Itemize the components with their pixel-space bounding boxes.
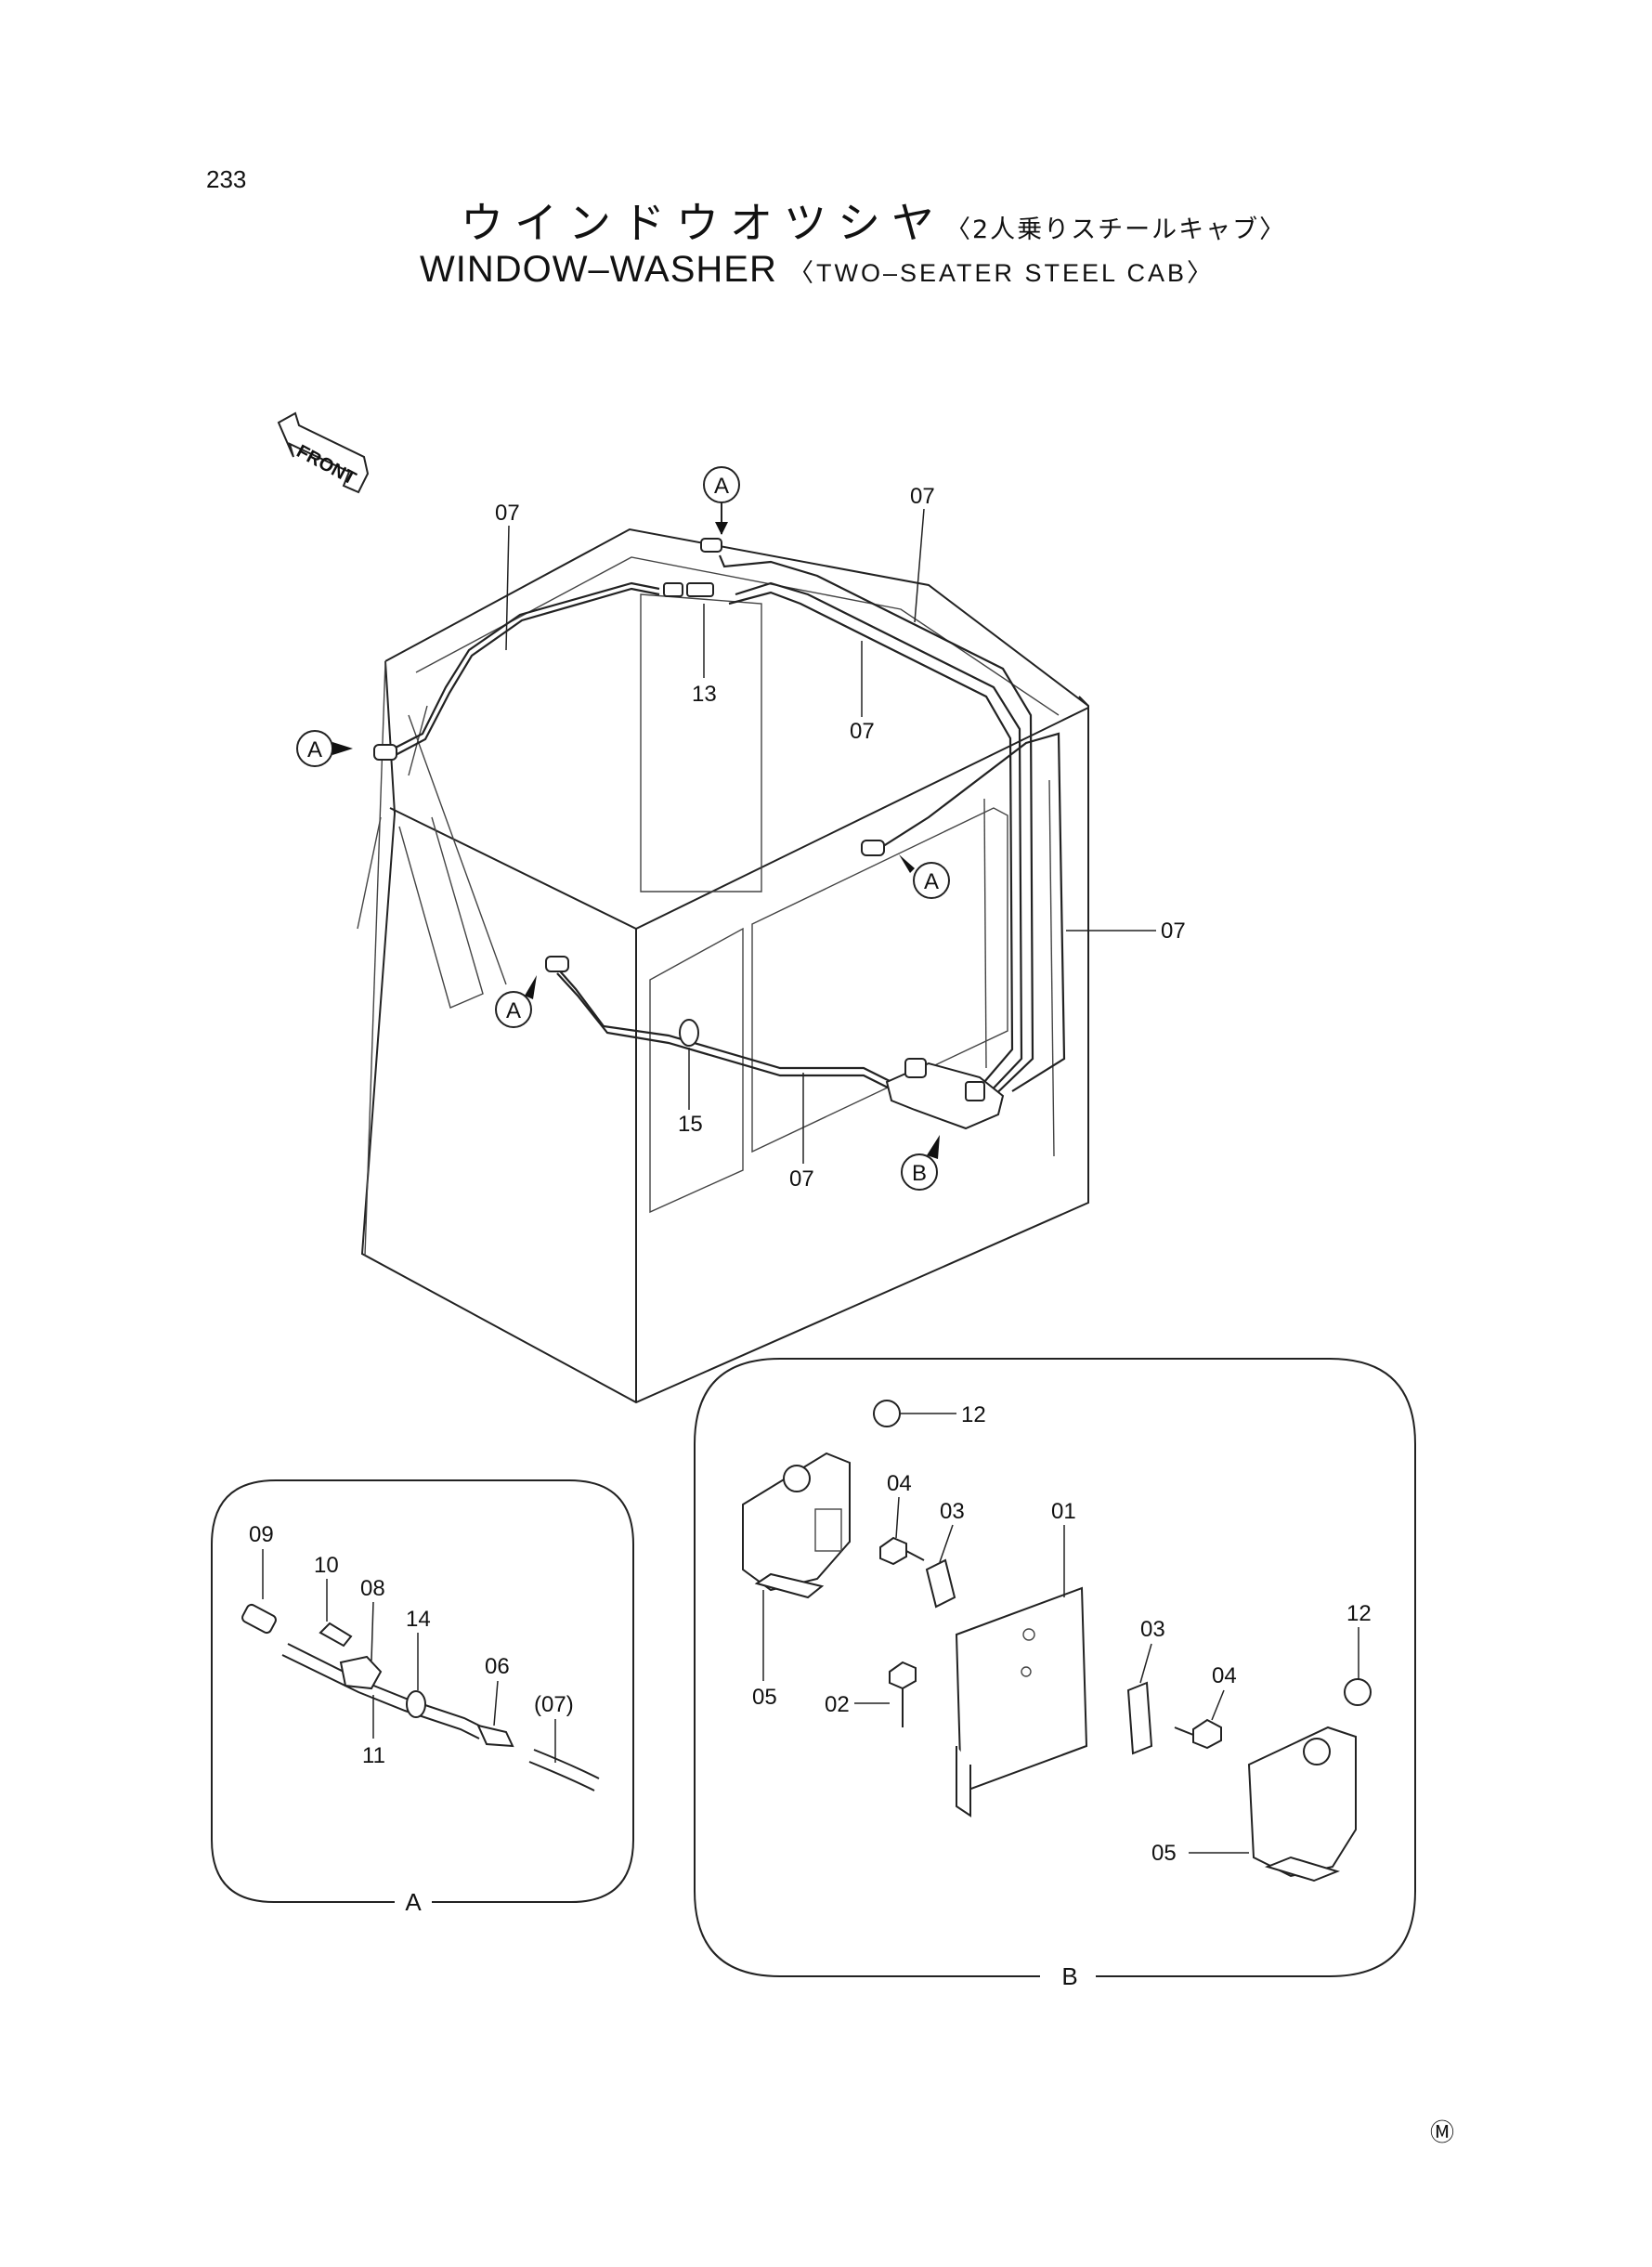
part-label: 06 — [485, 1654, 510, 1679]
part-label: 02 — [825, 1692, 850, 1717]
part-label: 14 — [406, 1607, 431, 1632]
part-label: 12 — [961, 1402, 986, 1427]
part-label: 04 — [1212, 1663, 1237, 1688]
callout-a-2[interactable]: A — [296, 730, 353, 767]
washer-hoses — [389, 554, 1066, 1106]
callout-a-text: A — [924, 869, 939, 894]
part-label: 09 — [249, 1522, 274, 1547]
part-label: 07 — [789, 1166, 814, 1192]
callout-b-text: B — [912, 1161, 927, 1186]
detail-a-caption: A — [405, 1888, 422, 1916]
part-label: 03 — [1140, 1617, 1165, 1642]
part-label: 08 — [360, 1576, 385, 1601]
main-part-labels: 07 07 13 07 07 15 07 — [495, 484, 1186, 1192]
part-label: 11 — [362, 1743, 385, 1768]
part-label: 04 — [887, 1471, 912, 1496]
detail-a: A 09 10 08 14 06 (07) 11 — [211, 1479, 634, 1916]
part-label: 07 — [910, 484, 935, 509]
title-english-sub: 〈TWO–SEATER STEEL CAB〉 — [787, 259, 1216, 287]
callout-a-text: A — [307, 737, 322, 762]
callout-a-text: A — [506, 998, 521, 1023]
washer-pump — [885, 1058, 1005, 1130]
front-label: FRONT — [293, 441, 359, 489]
part-label: 05 — [1151, 1841, 1177, 1866]
part-label: 13 — [692, 682, 717, 707]
part-label: 07 — [1161, 919, 1186, 944]
title-english-main: WINDOW–WASHER — [420, 249, 777, 290]
callout-a-3[interactable]: A — [899, 854, 950, 899]
part-label: 07 — [495, 501, 520, 526]
callout-a-1[interactable]: A — [703, 466, 740, 535]
page-number: 233 — [206, 165, 247, 193]
callout-b[interactable]: B — [901, 1135, 940, 1191]
title-japanese-sub: 〈2人乗りスチールキャブ〉 — [945, 215, 1287, 244]
part-label: (07) — [534, 1692, 574, 1717]
part-label: 10 — [314, 1553, 339, 1578]
part-label: 05 — [752, 1685, 777, 1710]
title-japanese: ウインドウオツシヤ〈2人乗りスチールキャブ〉 — [461, 189, 1286, 251]
part-label: 03 — [940, 1499, 965, 1524]
title-japanese-main: ウインドウオツシヤ — [461, 198, 945, 248]
callout-a-text: A — [714, 474, 729, 499]
detail-b-caption: B — [1061, 1962, 1077, 1990]
front-arrow-icon: FRONT — [277, 411, 370, 494]
callout-a-4[interactable]: A — [495, 975, 537, 1028]
part-label: 07 — [850, 719, 875, 744]
part-label: 01 — [1051, 1499, 1076, 1524]
hose-fittings — [373, 538, 885, 1047]
title-english: WINDOW–WASHER 〈TWO–SEATER STEEL CAB〉 — [420, 249, 1215, 291]
detail-b: B 12 04 03 01 05 02 — [694, 1358, 1416, 1990]
manufacturer-mark: Ⓜ — [1430, 2118, 1455, 2146]
part-label: 15 — [678, 1112, 703, 1137]
part-label: 12 — [1346, 1601, 1372, 1626]
cab-outline — [357, 528, 1089, 1404]
